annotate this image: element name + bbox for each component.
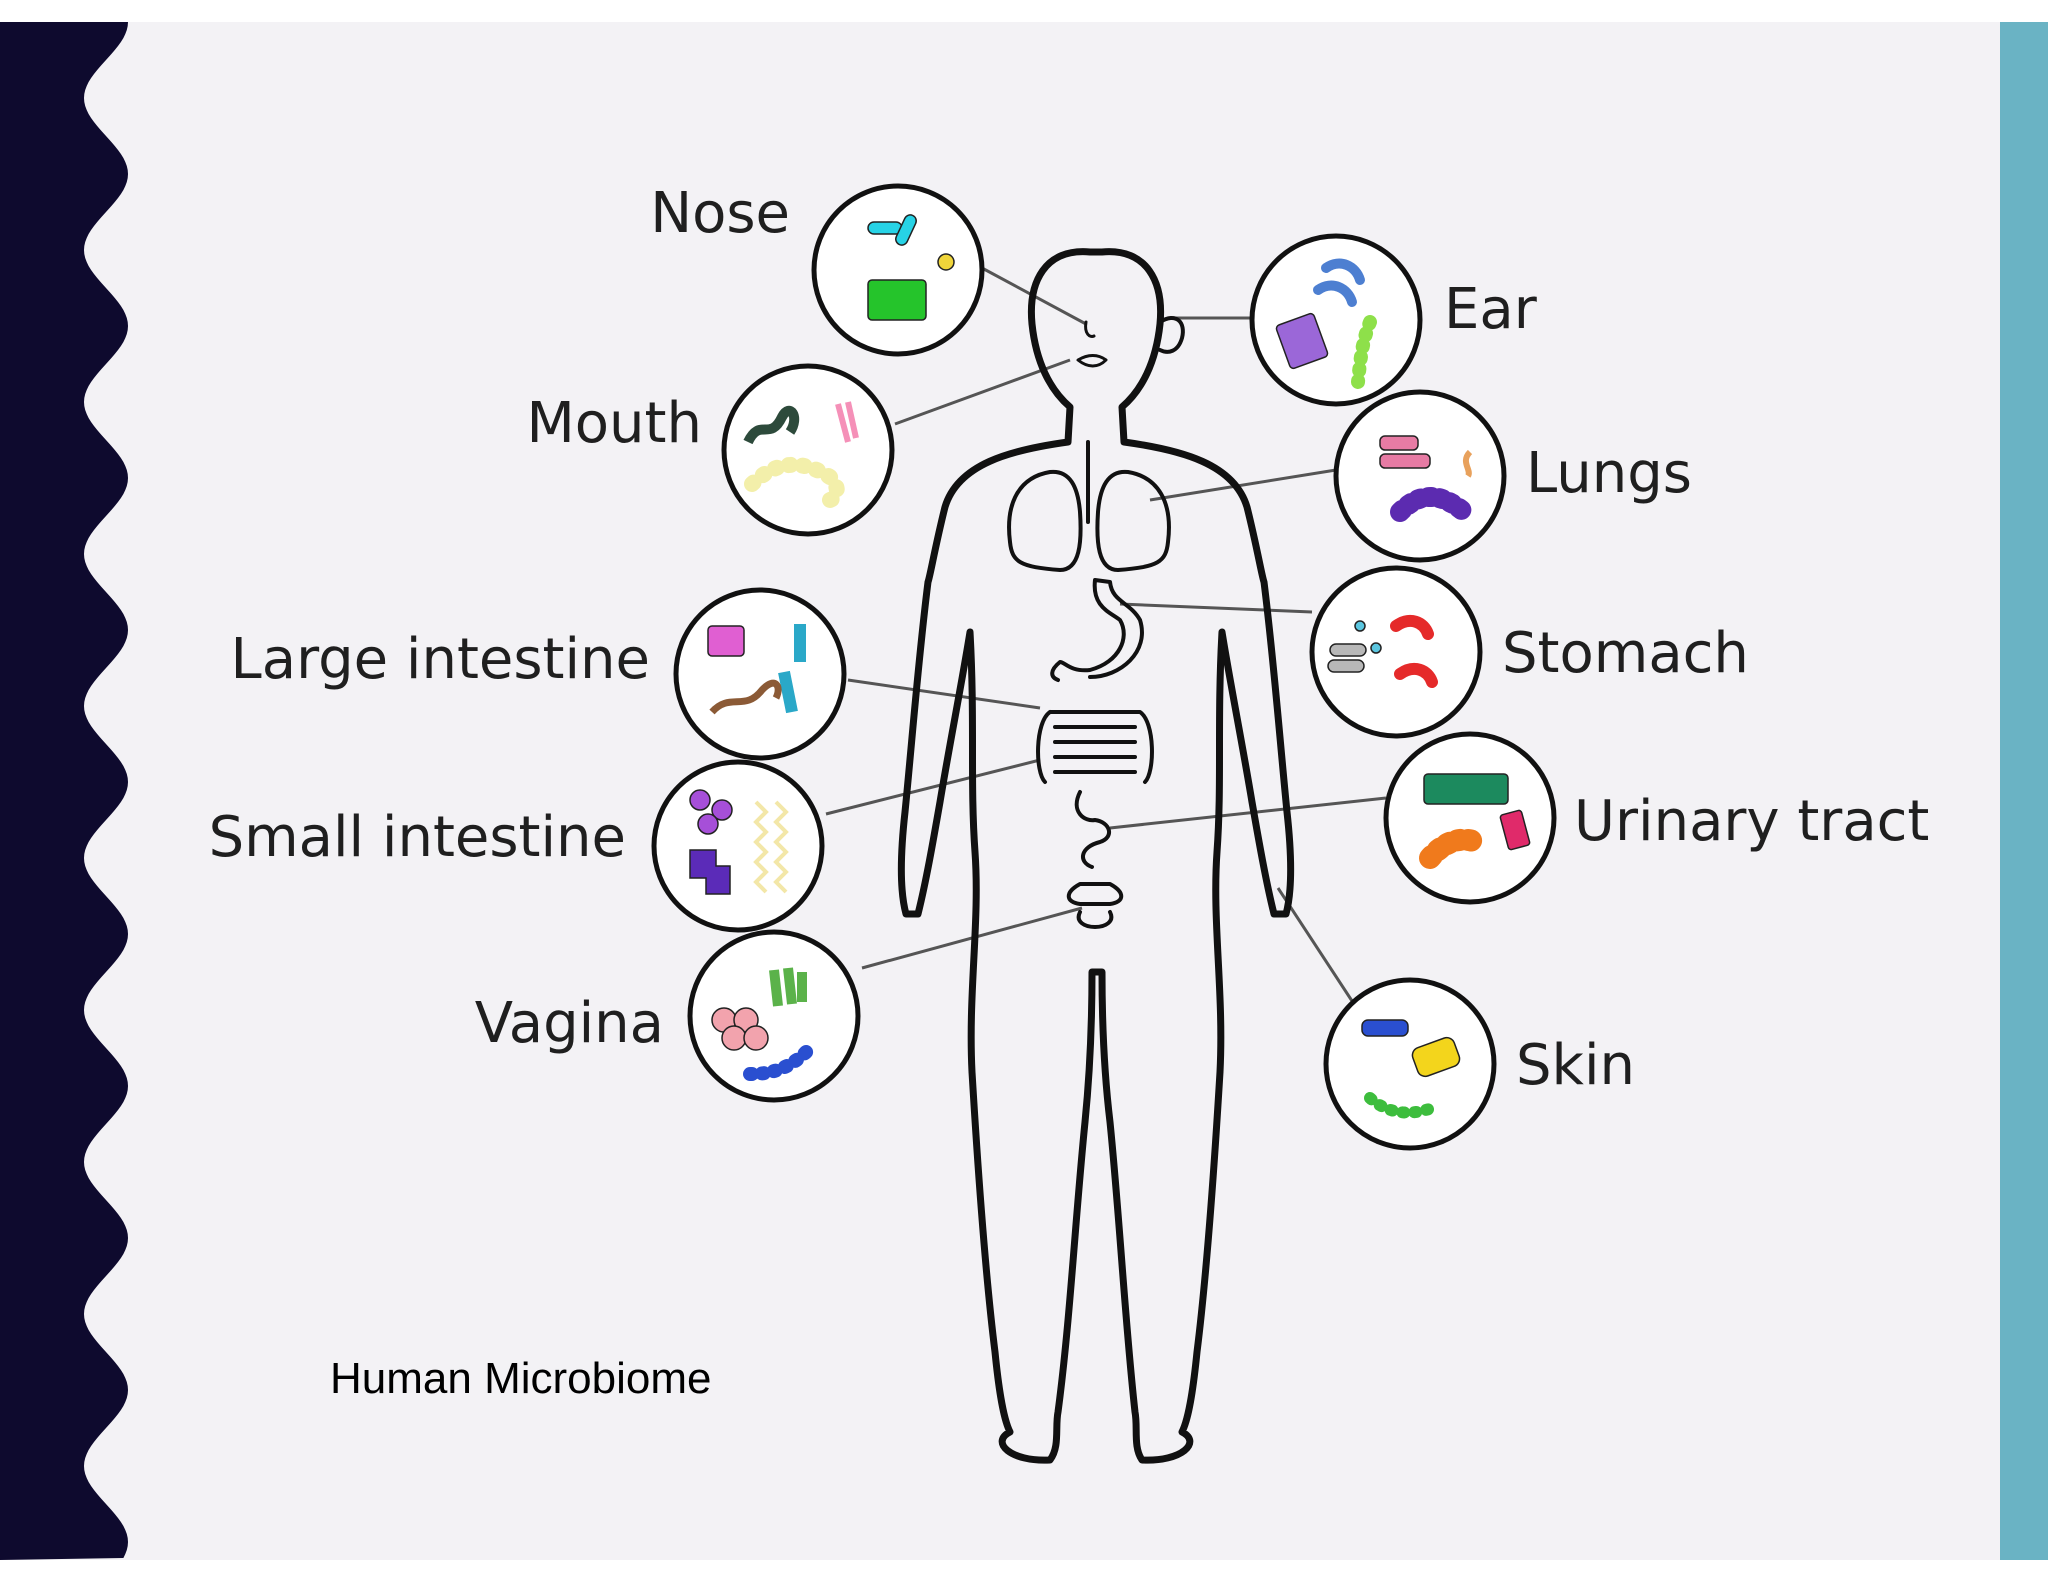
small-intestine-microbe-block — [689, 849, 731, 895]
connector-small-intestine — [825, 758, 1041, 816]
nose-microbe-coccus — [937, 253, 955, 271]
wave-shape — [0, 22, 128, 1560]
site-skin: Skin — [1323, 977, 1635, 1151]
small-intestine-label: Small intestine — [209, 805, 626, 870]
site-mouth: Mouth — [526, 363, 895, 537]
small-intestine-microbe-coccus — [697, 813, 719, 835]
mouth-label: Mouth — [526, 391, 702, 456]
lungs-circle — [1333, 389, 1507, 563]
connector-urinary-tract — [1109, 796, 1387, 830]
urinary-tract-circle — [1383, 731, 1557, 905]
large-intestine-microbe-block — [707, 625, 745, 657]
vagina-label: Vagina — [475, 991, 664, 1056]
body-silhouette — [897, 248, 1295, 1464]
lungs-outline — [1007, 440, 1171, 572]
ear-microbe-block — [1275, 312, 1329, 370]
mouth-microbe-filament — [835, 401, 859, 443]
mouth-circle — [721, 363, 895, 537]
stomach-microbe-rod — [1329, 643, 1367, 657]
ear-label: Ear — [1444, 277, 1538, 342]
small-intestine-microbe-coccus — [689, 789, 711, 811]
ear-microbe-curved-rod — [1313, 258, 1365, 307]
site-vagina: Vagina — [475, 929, 861, 1103]
small-intestine-microbe-coccus — [711, 799, 733, 821]
urinary-tract-microbe-cluster — [1419, 828, 1487, 869]
urinary-tract-label: Urinary tract — [1574, 789, 1929, 854]
skin-circle — [1323, 977, 1497, 1151]
large-intestine-microbe-rod — [778, 624, 806, 714]
intestine-outline — [1036, 710, 1154, 869]
caption: Human Microbiome — [330, 1354, 712, 1403]
large-intestine-microbe-spiral — [709, 679, 782, 715]
nose-mark — [1084, 320, 1096, 338]
vagina-microbe-chain — [743, 1039, 819, 1081]
site-ear: Ear — [1249, 233, 1538, 407]
site-nose: Nose — [650, 181, 985, 357]
connector-lungs — [1149, 468, 1337, 502]
lungs-microbe-cluster — [1390, 487, 1474, 522]
bladder-outline — [1066, 882, 1124, 929]
stomach-microbe-curved-rod — [1390, 614, 1438, 688]
stomach-microbe-coccus — [1370, 642, 1382, 654]
mouth-microbe-spiral — [743, 405, 800, 445]
small-intestine-circle — [651, 759, 825, 933]
skin-label: Skin — [1516, 1033, 1635, 1098]
nose-microbe-block — [867, 279, 927, 321]
large-intestine-circle — [673, 587, 847, 761]
urinary-tract-microbe-block — [1423, 773, 1509, 805]
skin-microbe-block — [1411, 1036, 1461, 1078]
mouth-mark — [1076, 354, 1108, 368]
site-small-intestine: Small intestine — [209, 759, 825, 933]
vagina-circle — [687, 929, 861, 1103]
microbiome-diagram: Nose Mouth Large intestine Small intesti… — [209, 181, 1929, 1464]
lungs-microbe-rod — [1379, 435, 1419, 451]
site-urinary-tract: Urinary tract — [1383, 731, 1929, 905]
right-accent-band — [2000, 22, 2048, 1560]
mouth-microbe-chain — [744, 456, 845, 508]
stomach-microbe-coccus — [1354, 620, 1366, 632]
vagina-microbe-rod — [769, 967, 807, 1007]
large-intestine-label: Large intestine — [231, 627, 650, 692]
site-stomach: Stomach — [1309, 565, 1749, 739]
stomach-label: Stomach — [1502, 621, 1749, 686]
connector-large-intestine — [847, 678, 1041, 710]
stomach-outline — [1050, 578, 1144, 682]
lungs-label: Lungs — [1526, 441, 1692, 506]
ear-outline — [1158, 316, 1185, 354]
nose-microbe-rod — [867, 221, 903, 235]
nose-label: Nose — [650, 181, 790, 246]
nose-microbe-rod — [895, 214, 917, 246]
lungs-microbe-rod — [1379, 453, 1431, 469]
slide: Nose Mouth Large intestine Small intesti… — [0, 22, 2048, 1560]
skin-microbe-chain — [1364, 1092, 1438, 1119]
site-large-intestine: Large intestine — [231, 587, 847, 761]
connector-stomach — [1119, 602, 1313, 614]
site-lungs: Lungs — [1333, 389, 1692, 563]
lungs-microbe-coccus — [1463, 449, 1473, 478]
vagina-microbe-cluster — [743, 1025, 769, 1051]
nose-circle — [811, 183, 985, 357]
urinary-tract-microbe-rod — [1499, 809, 1531, 851]
vagina-microbe-cluster — [721, 1025, 747, 1051]
ear-microbe-chain — [1351, 315, 1377, 389]
small-intestine-microbe-wave — [753, 800, 789, 894]
stomach-circle — [1309, 565, 1483, 739]
stomach-microbe-rod — [1327, 659, 1365, 673]
body-outline — [897, 248, 1295, 1464]
skin-microbe-rod — [1361, 1019, 1409, 1037]
left-wave-band — [0, 22, 128, 1560]
